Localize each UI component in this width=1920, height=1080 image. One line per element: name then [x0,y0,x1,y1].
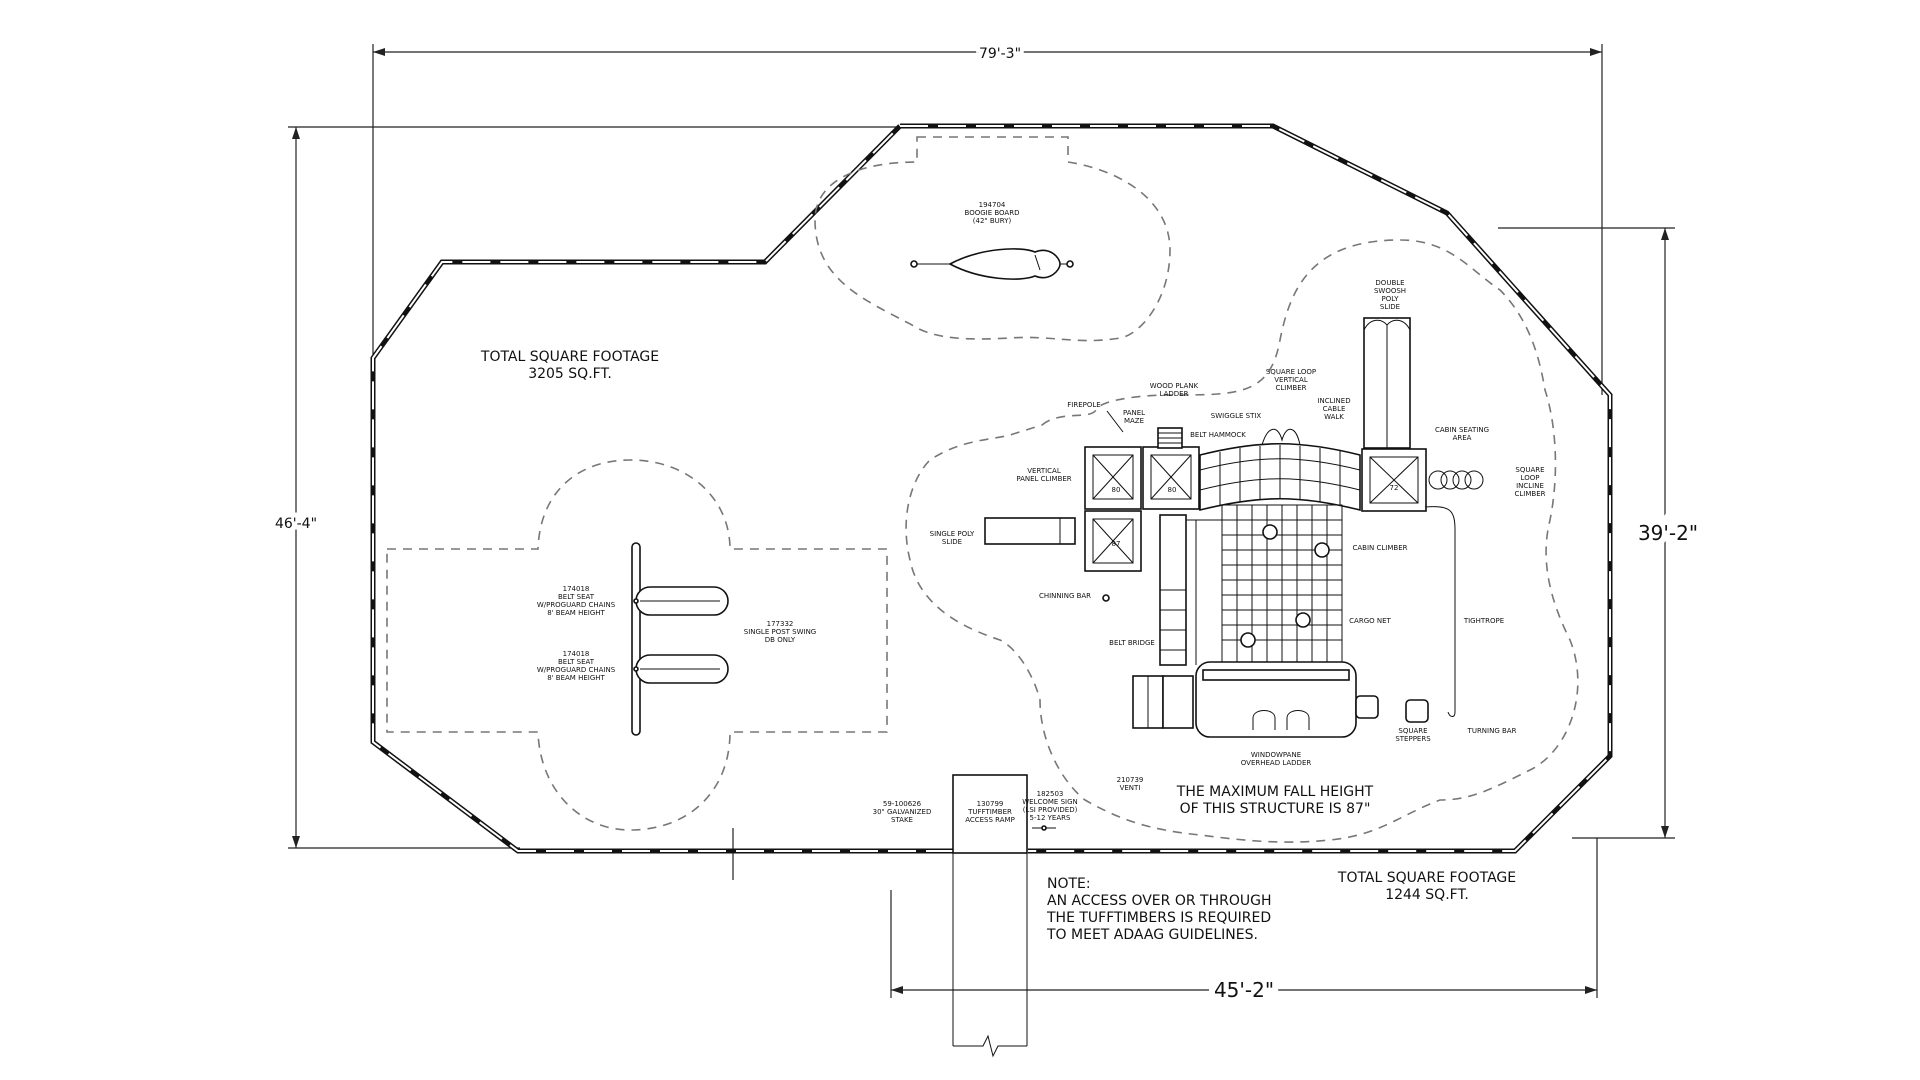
swing-seat-2-l4: 8' BEAM HEIGHT [547,674,605,682]
swing-seat-1-l4: 8' BEAM HEIGHT [547,609,605,617]
deck-1-height: 80 [1112,486,1121,494]
label-wood-plank-1: WOOD PLANK [1150,382,1199,390]
label-cabin-climber: CABIN CLIMBER [1353,544,1408,552]
loop-climber [1428,470,1484,490]
label-windowpane-1: WINDOWPANE [1251,751,1301,759]
access-ramp [952,774,1028,1058]
single-post-swing [631,542,729,736]
sign-label-4: 5-12 YEARS [1030,814,1071,822]
swing-seat-1-l2: BELT SEAT [558,593,595,601]
label-single-poly-2: SLIDE [942,538,962,546]
sign-label-1: 182503 [1037,790,1064,798]
label-chinning-bar: CHINNING BAR [1039,592,1091,600]
label-inclined-cable-2: CABLE [1323,405,1346,413]
label-square-loop-vert-3: CLIMBER [1276,384,1307,392]
total-sqft-right-value: 1244 SQ.FT. [1385,887,1469,903]
label-double-swoosh-2: SWOOSH [1374,287,1406,295]
label-double-swoosh-3: POLY [1382,295,1400,303]
tufftimber-border [370,123,1613,854]
label-firepole: FIREPOLE [1067,401,1100,409]
label-square-steppers-2: STEPPERS [1395,735,1431,743]
label-square-loop-vert-1: SQUARE LOOP [1266,368,1316,376]
swing-seat-1-l1: 174018 [563,585,590,593]
label-turning-bar: TURNING BAR [1467,727,1517,735]
swing-seat-1-l3: W/PROGUARD CHAINS [537,601,616,609]
deck-4-height: 72 [1390,484,1399,492]
fall-height-line-2: OF THIS STRUCTURE IS 87" [1180,801,1371,817]
stake-label-2: 30" GALVANIZED [873,808,932,816]
label-inclined-cable-3: WALK [1324,413,1344,421]
dimension-right: 39'-2" [1638,521,1698,545]
label-cabin-seating-2: AREA [1453,434,1472,442]
boogie-board-label-3: (42" BURY) [973,217,1012,225]
label-panel-maze-2: MAZE [1124,417,1144,425]
label-cargo-net: CARGO NET [1349,617,1391,625]
dimension-bottom: 45'-2" [1214,978,1274,1002]
deck-1 [1084,446,1142,510]
boogie-board-label-1: 194704 [979,201,1006,209]
deck-3 [1084,510,1142,572]
label-square-loop-incline-1: SQUARE [1515,466,1544,474]
note-line-4: TO MEET ADAAG GUIDELINES. [1046,927,1258,943]
label-swiggle-stix: SWIGGLE STIX [1211,412,1262,420]
note-line-1: NOTE: [1047,876,1091,892]
label-square-steppers-1: SQUARE [1398,727,1427,735]
dimension-top: 79'-3" [979,46,1021,62]
cargo-net [1221,504,1343,664]
ramp-label-3: ACCESS RAMP [965,816,1015,824]
label-square-loop-incline-4: CLIMBER [1515,490,1546,498]
swing-seat-2-l3: W/PROGUARD CHAINS [537,666,616,674]
total-sqft-right-label: TOTAL SQUARE FOOTAGE [1337,870,1516,886]
fall-height-line-1: THE MAXIMUM FALL HEIGHT [1176,784,1374,800]
deck-4 [1361,448,1427,512]
stake-label-3: STAKE [891,816,913,824]
structure-labels: FIREPOLE PANEL MAZE WOOD PLANK LADDER BE… [930,279,1546,792]
label-cabin-seating-1: CABIN SEATING [1435,426,1489,434]
note-line-2: AN ACCESS OVER OR THROUGH [1047,893,1271,909]
label-double-swoosh-1: DOUBLE [1375,279,1404,287]
label-belt-hammock: BELT HAMMOCK [1190,431,1246,439]
label-square-loop-incline-2: LOOP [1521,474,1540,482]
welcome-sign-symbol [1032,825,1056,831]
total-sqft-left-label: TOTAL SQUARE FOOTAGE [480,349,659,365]
label-single-poly-1: SINGLE POLY [930,530,975,538]
swing-seat-2-l2: BELT SEAT [558,658,595,666]
safety-zones [386,136,1579,843]
swing-seat-2-l1: 174018 [563,650,590,658]
label-vertical-panel-1: VERTICAL [1027,467,1061,475]
sign-label-3: (LSI PROVIDED) [1023,806,1078,814]
label-wood-plank-2: LADDER [1160,390,1189,398]
swing-post-l2: SINGLE POST SWING [744,628,816,636]
label-belt-bridge: BELT BRIDGE [1109,639,1155,647]
deck-3-height: 87 [1112,540,1121,548]
label-double-swoosh-4: SLIDE [1380,303,1400,311]
boogie-board-label-2: BOOGIE BOARD [965,209,1020,217]
label-tightrope: TIGHTROPE [1463,617,1504,625]
label-panel-maze-1: PANEL [1123,409,1145,417]
sign-label-2: WELCOME SIGN [1022,798,1078,806]
ramp-label-2: TUFFTIMBER [967,808,1012,816]
swing-post-l1: 177332 [767,620,794,628]
stake-label-1: 59-100626 [883,800,922,808]
play-structure [984,317,1484,738]
boogie-board [910,248,1074,280]
deck-2-height: 80 [1168,486,1177,494]
label-venti-1: 210739 [1117,776,1144,784]
label-inclined-cable-1: INCLINED [1317,397,1350,405]
swing-post-l3: DB ONLY [765,636,796,644]
label-vertical-panel-2: PANEL CLIMBER [1016,475,1071,483]
total-sqft-left-value: 3205 SQ.FT. [528,366,612,382]
label-venti-2: VENTI [1120,784,1141,792]
label-square-loop-incline-3: INCLINE [1516,482,1544,490]
dimension-left: 46'-4" [275,516,317,532]
label-windowpane-2: OVERHEAD LADDER [1241,759,1312,767]
deck-2 [1142,446,1200,510]
label-square-loop-vert-2: VERTICAL [1274,376,1308,384]
dimension-lines [288,44,1675,998]
note-line-3: THE TUFFTIMBERS IS REQUIRED [1046,910,1271,926]
ramp-label-1: 130799 [977,800,1004,808]
